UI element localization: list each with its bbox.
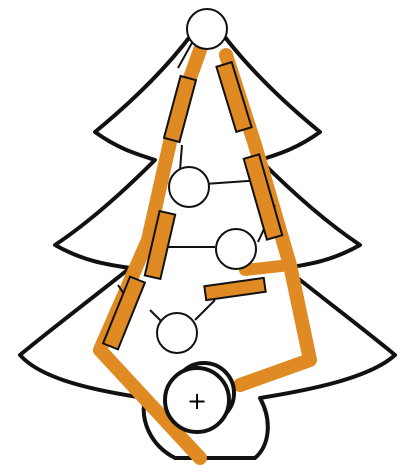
node-circle-icon xyxy=(169,167,209,207)
node-circle-icon xyxy=(187,9,227,49)
node-circle-icon xyxy=(216,229,256,269)
conductor-track-stub xyxy=(245,265,290,270)
battery-terminal-label: + xyxy=(187,387,207,415)
node-circle-icon xyxy=(157,313,197,353)
